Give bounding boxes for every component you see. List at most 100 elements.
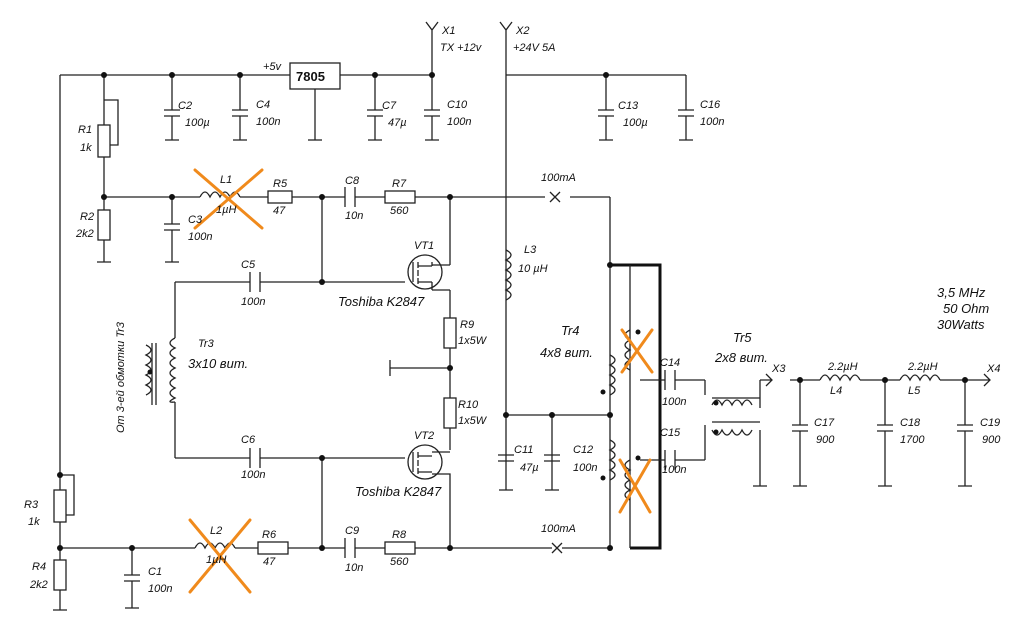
- r4-value: 2k2: [29, 579, 48, 591]
- v5-label: +5v: [263, 61, 283, 73]
- c17-label: C17: [814, 417, 835, 429]
- current-bottom: 100mA: [541, 523, 576, 535]
- labels: X1 TX +12v X2 +24V 5A X3 X4 +5v 7805 R1 …: [24, 25, 1001, 595]
- c2-value: 100µ: [185, 117, 210, 129]
- x4-label: X4: [986, 363, 1000, 375]
- l1-value: 1µH: [216, 204, 236, 216]
- r1-label: R1: [78, 124, 92, 136]
- rail-capacitors: [164, 75, 694, 491]
- l4-label: L4: [830, 385, 842, 397]
- tr3-label: Tr3: [198, 338, 215, 350]
- c7-label: C7: [382, 100, 397, 112]
- r6-value: 47: [263, 556, 276, 568]
- c15-label: C15: [660, 427, 681, 439]
- r8-label: R8: [392, 529, 407, 541]
- x2-note: +24V 5A: [513, 42, 556, 54]
- c3-value: 100n: [188, 231, 212, 243]
- tr5-and-filter: [711, 373, 991, 487]
- x1-label: X1: [441, 25, 455, 37]
- vt2-part: Toshiba K2847: [355, 484, 442, 499]
- c18-value: 1700: [900, 434, 925, 446]
- c14-value: 100n: [662, 396, 686, 408]
- c12-value: 100n: [573, 462, 597, 474]
- tr4-label: Tr4: [561, 323, 580, 338]
- r3-label: R3: [24, 499, 39, 511]
- c8-label: C8: [345, 175, 360, 187]
- tr3-value: 3x10 вит.: [188, 356, 248, 371]
- regulator-label: 7805: [296, 69, 325, 84]
- c10-value: 100n: [447, 116, 471, 128]
- c4-value: 100n: [256, 116, 280, 128]
- x3-label: X3: [771, 363, 786, 375]
- upper-bias: [97, 75, 610, 292]
- l2-value: 1µH: [206, 554, 226, 566]
- r7-label: R7: [392, 178, 407, 190]
- c6-label: C6: [241, 434, 256, 446]
- l5-value: 2.2µH: [907, 361, 938, 373]
- r6-label: R6: [262, 529, 277, 541]
- c12-label: C12: [573, 444, 593, 456]
- c10-label: C10: [447, 99, 468, 111]
- tr5-label: Tr5: [733, 330, 752, 345]
- x1-note: TX +12v: [440, 42, 483, 54]
- tr3-transformer: [144, 282, 177, 458]
- r2-label: R2: [80, 211, 94, 223]
- tr5-value: 2x8 вит.: [714, 350, 768, 365]
- r7-value: 560: [390, 205, 409, 217]
- power-rails: [59, 21, 686, 490]
- lower-bias: [53, 458, 610, 611]
- vt1-label: VT1: [414, 240, 434, 252]
- c9-label: C9: [345, 525, 359, 537]
- r5-value: 47: [273, 205, 286, 217]
- c13-value: 100µ: [623, 117, 648, 129]
- tr4-value: 4x8 вит.: [540, 345, 593, 360]
- spec-frequency: 3,5 MHz: [937, 285, 986, 300]
- c16-value: 100n: [700, 116, 724, 128]
- r3-value: 1k: [28, 516, 40, 528]
- r8-value: 560: [390, 556, 409, 568]
- strike-marks: [188, 168, 654, 594]
- c9-value: 10n: [345, 562, 363, 574]
- l3-choke: [504, 249, 512, 301]
- l3-label: L3: [524, 244, 537, 256]
- c13-label: C13: [618, 100, 639, 112]
- junction-dots: [57, 72, 968, 551]
- c5-value: 100n: [241, 296, 265, 308]
- r9-value: 1x5W: [458, 335, 488, 347]
- output-stage: [175, 197, 457, 548]
- c1-label: C1: [148, 566, 162, 578]
- c19-value: 900: [982, 434, 1001, 446]
- c11-value: 47µ: [520, 462, 539, 474]
- x2-label: X2: [515, 25, 529, 37]
- r5-label: R5: [273, 178, 288, 190]
- c1-value: 100n: [148, 583, 172, 595]
- c3-label: C3: [188, 214, 203, 226]
- c17-value: 900: [816, 434, 835, 446]
- c7-value: 47µ: [388, 117, 407, 129]
- c16-label: C16: [700, 99, 721, 111]
- c2-label: C2: [178, 100, 192, 112]
- r9-label: R9: [460, 319, 474, 331]
- current-top: 100mA: [541, 172, 576, 184]
- tr3-note: От 3-ей обмотки Tr3: [115, 321, 127, 433]
- c14-label: C14: [660, 357, 680, 369]
- l4-value: 2.2µH: [827, 361, 858, 373]
- r1-value: 1k: [80, 142, 92, 154]
- r4-label: R4: [32, 561, 46, 573]
- r10-label: R10: [458, 399, 479, 411]
- c6-value: 100n: [241, 469, 265, 481]
- l5-label: L5: [908, 385, 921, 397]
- c19-label: C19: [980, 417, 1000, 429]
- c5-label: C5: [241, 259, 256, 271]
- r2-value: 2k2: [75, 228, 94, 240]
- vt1-part: Toshiba K2847: [338, 294, 425, 309]
- spec-impedance: 50 Ohm: [943, 301, 989, 316]
- l3-value: 10 µH: [518, 263, 548, 275]
- c18-label: C18: [900, 417, 921, 429]
- c8-value: 10n: [345, 210, 363, 222]
- l1-label: L1: [220, 174, 232, 186]
- vt2-label: VT2: [414, 430, 434, 442]
- c15-value: 100n: [662, 464, 686, 476]
